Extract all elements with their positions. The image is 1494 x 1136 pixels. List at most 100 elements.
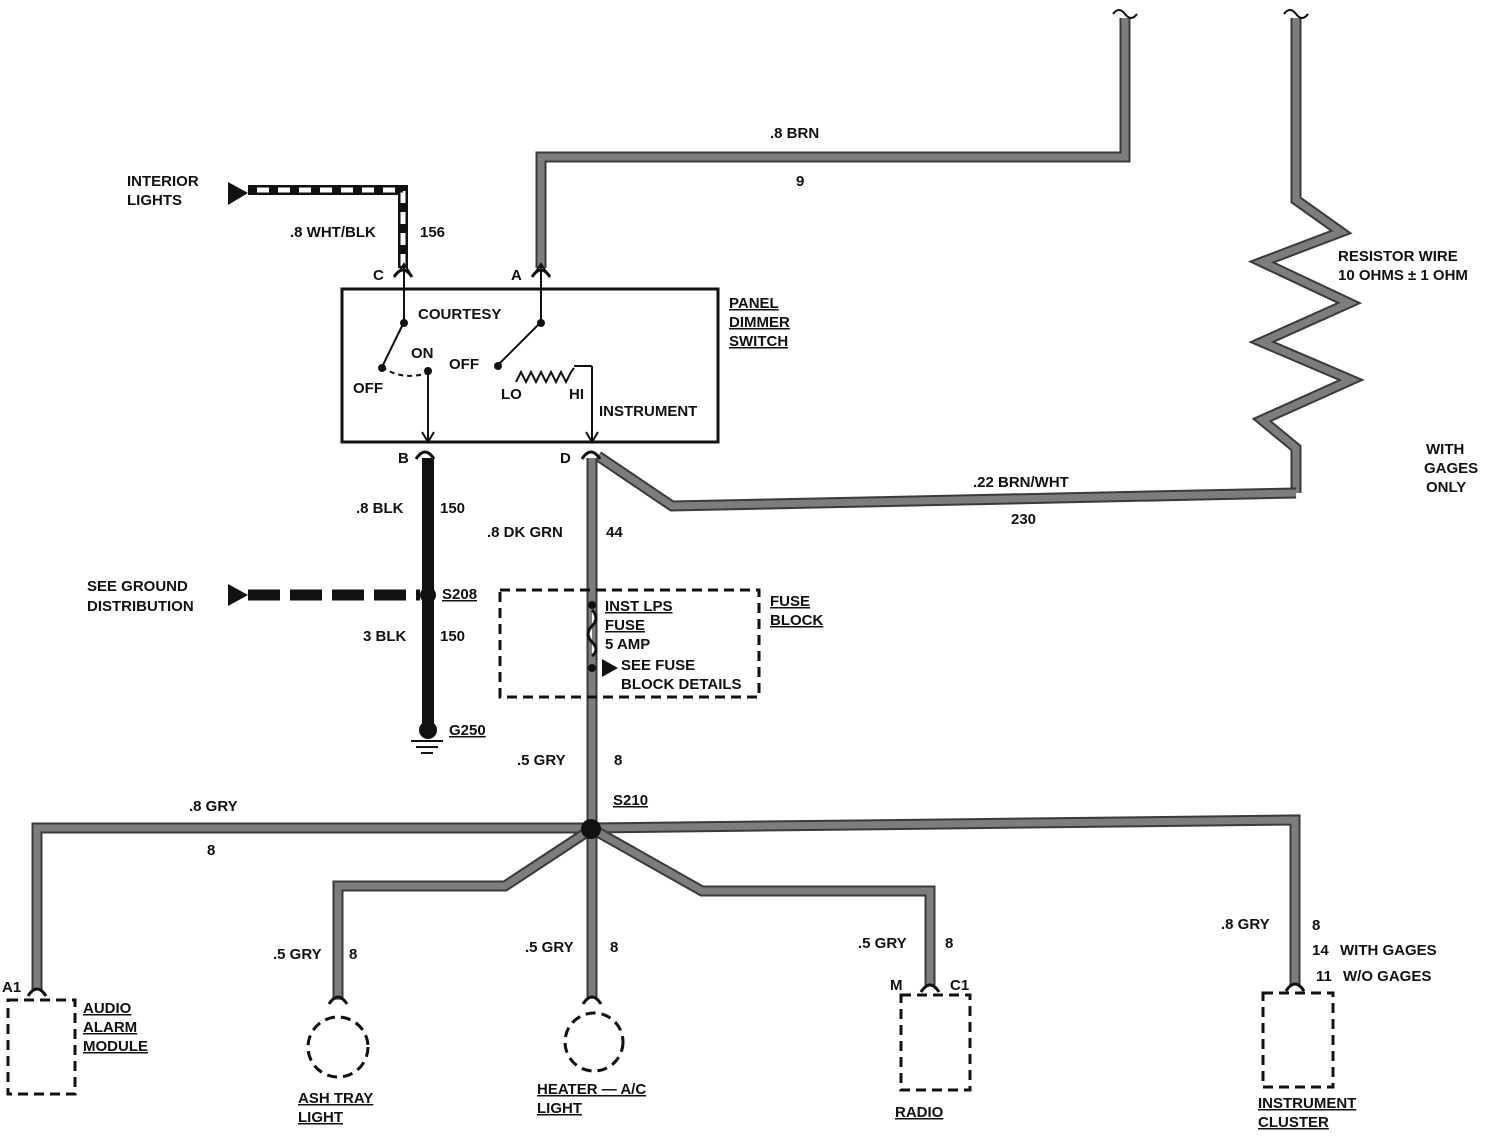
radio-box xyxy=(899,993,972,1092)
pin-b-connector xyxy=(414,450,436,460)
audio-gauge: .8 GRY xyxy=(189,798,238,815)
off-left-label: OFF xyxy=(353,380,383,397)
heater-gauge: .5 GRY xyxy=(525,939,574,956)
courtesy-label: COURTESY xyxy=(418,306,501,323)
fuse-label-3: 5 AMP xyxy=(605,636,650,653)
ash-name-1: ASH TRAY xyxy=(298,1090,373,1107)
audio-name-3: MODULE xyxy=(83,1038,148,1055)
radio-circuit: 8 xyxy=(945,935,953,952)
pin-a-label: A xyxy=(511,267,522,284)
radio-pin-m: M xyxy=(890,977,903,994)
instrument-cluster-box xyxy=(1261,991,1335,1089)
cluster-wo-pin: 11 xyxy=(1316,968,1332,985)
panel-dimmer-switch-box xyxy=(340,287,720,444)
cluster-gauge: .8 GRY xyxy=(1221,916,1270,933)
see-ground-2: DISTRIBUTION xyxy=(87,598,194,615)
switch-contact-dot xyxy=(537,319,545,327)
switch-contact-dot xyxy=(400,319,408,327)
s208-label: S208 xyxy=(442,586,477,603)
ash-name-2: LIGHT xyxy=(298,1109,343,1126)
switch-title-3: SWITCH xyxy=(729,333,788,350)
interior-label-2: LIGHTS xyxy=(127,192,182,209)
cluster-circuit: 8 xyxy=(1312,917,1320,934)
audio-connector xyxy=(26,987,48,997)
switch-contact-dot xyxy=(424,367,432,375)
bulb-socket-icon xyxy=(563,1011,625,1073)
heater-name-2: LIGHT xyxy=(537,1100,582,1117)
wire-audio xyxy=(31,822,590,990)
ground-symbol-icon xyxy=(411,740,443,754)
radio-pin-c1: C1 xyxy=(950,977,969,994)
cluster-name-2: CLUSTER xyxy=(1258,1114,1329,1131)
fuse-label-2: FUSE xyxy=(605,617,645,634)
gages-note-1: WITH xyxy=(1426,441,1464,458)
wire-cluster xyxy=(589,814,1301,985)
brn-gauge-label: .8 BRN xyxy=(770,125,819,142)
switch-title-2: DIMMER xyxy=(729,314,790,331)
splice-dot-icon xyxy=(419,721,437,739)
see-ground-1: SEE GROUND xyxy=(87,578,188,595)
switch-contact-dot xyxy=(494,362,502,370)
fuse-block-label-2: BLOCK xyxy=(770,612,823,629)
blk-upper-gauge: .8 BLK xyxy=(356,500,404,517)
wire-radio xyxy=(591,825,936,985)
blk-upper-circuit: 150 xyxy=(440,500,465,517)
pin-d-connector xyxy=(580,450,602,460)
connector-arrow-icon xyxy=(602,659,618,677)
heater-name-1: HEATER — A/C xyxy=(537,1081,646,1098)
brn-wht-gauge-label: .22 BRN/WHT xyxy=(973,474,1069,491)
fuse-icon xyxy=(586,608,598,658)
audio-pin: A1 xyxy=(2,979,21,996)
fuse-block-box xyxy=(498,588,761,699)
audio-alarm-module xyxy=(6,998,77,1096)
connector-arrow-icon xyxy=(228,182,248,205)
cluster-with-pin: 14 xyxy=(1312,942,1329,959)
pin-d-label: D xyxy=(560,450,571,467)
connector-arrow-icon xyxy=(228,584,248,606)
wht-blk-gauge-label: .8 WHT/BLK xyxy=(290,224,376,241)
break-squiggle-icon xyxy=(1112,9,1138,19)
g250-label: G250 xyxy=(449,722,486,739)
blk-lower-gauge: 3 BLK xyxy=(363,628,407,645)
audio-name-1: AUDIO xyxy=(83,1000,132,1017)
cluster-wo-label: W/O GAGES xyxy=(1343,968,1431,985)
bulb-socket-icon xyxy=(306,1015,370,1079)
instrument-label: INSTRUMENT xyxy=(599,403,697,420)
off-right-label: OFF xyxy=(449,356,479,373)
gages-note-2: GAGES xyxy=(1424,460,1478,477)
ash-gauge: .5 GRY xyxy=(273,946,322,963)
heater-connector xyxy=(581,995,603,1005)
blk-lower-circuit: 150 xyxy=(440,628,465,645)
resistor-label-1: RESISTOR WIRE xyxy=(1338,248,1458,265)
splice-dot-icon xyxy=(581,819,601,839)
fuse-see-2: BLOCK DETAILS xyxy=(621,676,742,693)
hi-label: HI xyxy=(569,386,584,403)
cluster-connector xyxy=(1284,982,1306,992)
instrument-switch xyxy=(497,262,599,444)
cluster-with-label: WITH GAGES xyxy=(1340,942,1437,959)
gages-note-3: ONLY xyxy=(1426,479,1466,496)
wht-blk-circuit-label: 156 xyxy=(420,224,445,241)
fuse-label-1: INST LPS xyxy=(605,598,673,615)
interior-lights-wire xyxy=(228,182,408,268)
interior-label-1: INTERIOR xyxy=(127,173,199,190)
radio-connector xyxy=(919,983,941,993)
break-squiggle-icon xyxy=(1283,9,1309,19)
switch-contact-dot xyxy=(378,364,386,372)
gray-wires xyxy=(31,18,1365,1000)
radio-name: RADIO xyxy=(895,1104,944,1121)
pin-b-label: B xyxy=(398,450,409,467)
pin-c-label: C xyxy=(373,267,384,284)
dk-grn-circuit: 44 xyxy=(606,524,623,541)
cluster-name-1: INSTRUMENT xyxy=(1258,1095,1356,1112)
brn-wht-circuit-label: 230 xyxy=(1011,511,1036,528)
wire-brn-9 xyxy=(535,18,1131,268)
s210-label: S210 xyxy=(613,792,648,809)
audio-circuit: 8 xyxy=(207,842,215,859)
on-label: ON xyxy=(411,345,434,362)
radio-gauge: .5 GRY xyxy=(858,935,907,952)
lo-label: LO xyxy=(501,386,522,403)
audio-name-2: ALARM xyxy=(83,1019,137,1036)
dk-grn-gauge: .8 DK GRN xyxy=(487,524,563,541)
